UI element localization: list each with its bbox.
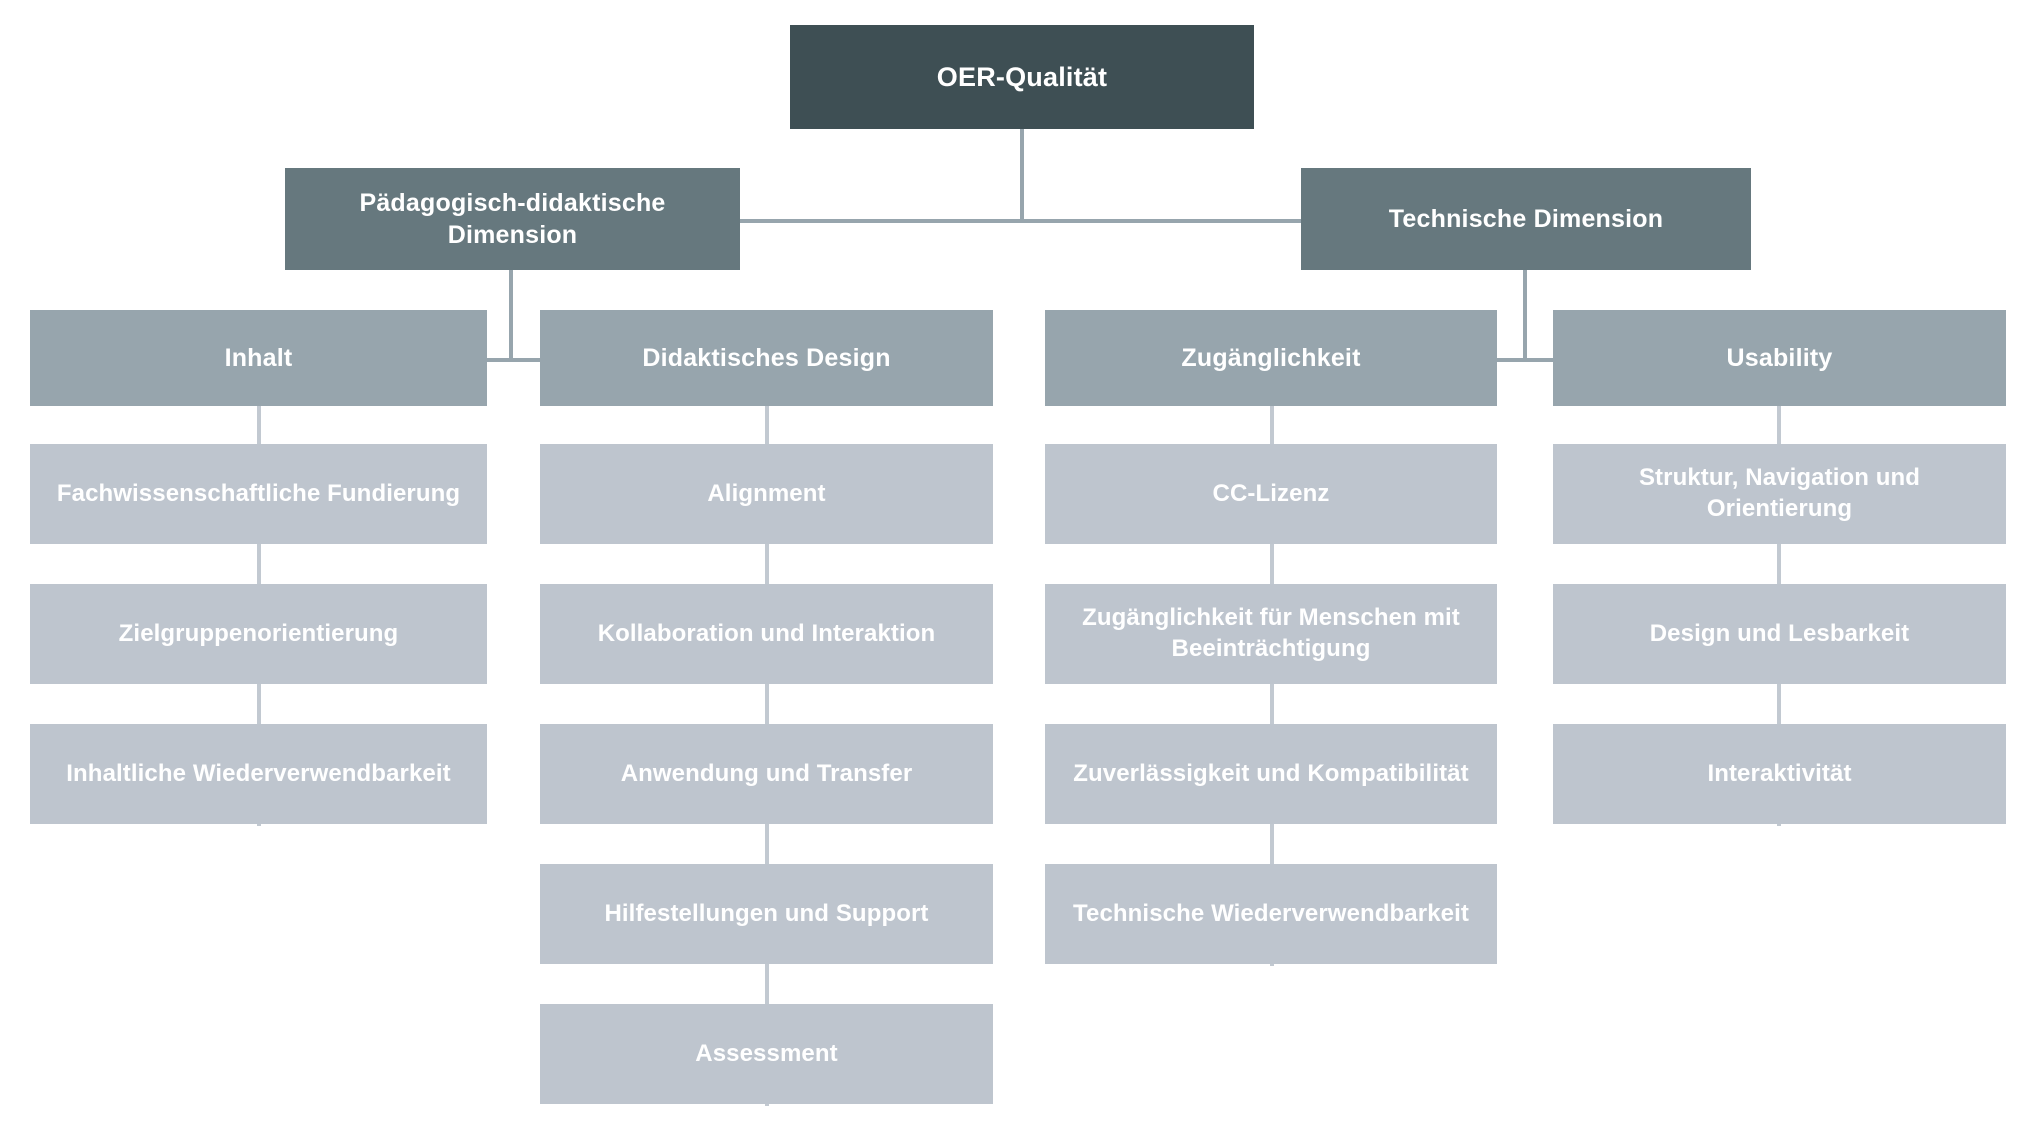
leaf-item[interactable]: CC-Lizenz [1045,444,1497,544]
connector-dimension-bus [740,219,1302,223]
node-category-usability[interactable]: Usability [1553,310,2006,406]
node-category-didaktisches-design[interactable]: Didaktisches Design [540,310,993,406]
node-root-oer-qualitaet[interactable]: OER-Qualität [790,25,1254,129]
node-category-inhalt[interactable]: Inhalt [30,310,487,406]
connector-pedagogic-bus [487,358,543,362]
leaf-item[interactable]: Zugänglichkeit für Menschen mit Beeinträ… [1045,584,1497,684]
leaf-item[interactable]: Struktur, Navigation und Orientierung [1553,444,2006,544]
leaf-item[interactable]: Assessment [540,1004,993,1104]
connector-technical-vertical [1523,270,1527,362]
node-category-zugaenglichkeit[interactable]: Zugänglichkeit [1045,310,1497,406]
leaf-item[interactable]: Alignment [540,444,993,544]
leaf-item[interactable]: Zuverlässigkeit und Kompatibilität [1045,724,1497,824]
node-dimension-technical[interactable]: Technische Dimension [1301,168,1751,270]
connector-column-3-spine [1270,406,1274,966]
leaf-item[interactable]: Interaktivität [1553,724,2006,824]
connector-root-vertical [1020,129,1024,221]
connector-technical-bus [1497,358,1556,362]
connector-pedagogic-vertical [509,270,513,362]
leaf-item[interactable]: Hilfestellungen und Support [540,864,993,964]
node-dimension-pedagogic[interactable]: Pädagogisch-didaktische Dimension [285,168,740,270]
leaf-item[interactable]: Anwendung und Transfer [540,724,993,824]
leaf-item[interactable]: Design und Lesbarkeit [1553,584,2006,684]
leaf-item[interactable]: Fachwissenschaftliche Fundierung [30,444,487,544]
leaf-item[interactable]: Zielgruppenorientierung [30,584,487,684]
leaf-item[interactable]: Kollaboration und Interaktion [540,584,993,684]
leaf-item[interactable]: Technische Wiederverwendbarkeit [1045,864,1497,964]
leaf-item[interactable]: Inhaltliche Wiederverwendbarkeit [30,724,487,824]
